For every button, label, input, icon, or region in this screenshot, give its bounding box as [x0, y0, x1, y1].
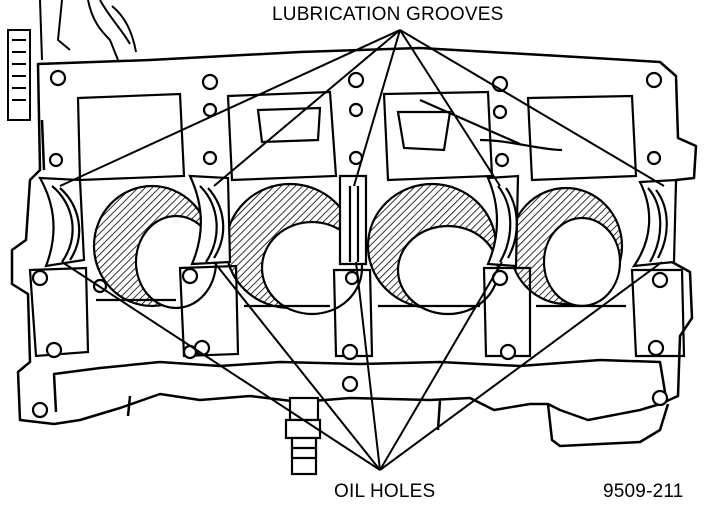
- oil-holes-label: OIL HOLES: [334, 481, 436, 502]
- lubrication-grooves-label: LUBRICATION GROOVES: [272, 4, 504, 25]
- block-outline: [10, 46, 698, 448]
- bearing-shells: [51, 185, 668, 263]
- web-openings-upper: [76, 90, 638, 182]
- sender-fitting: [284, 396, 322, 476]
- leader-lines-lubrication-grooves: [59, 29, 665, 187]
- figure-number: 9509-211: [603, 481, 684, 502]
- cylinder-bores: [92, 182, 624, 316]
- bearing-webs: [38, 174, 678, 268]
- upper-left-fittings: [7, 0, 137, 121]
- lower-webs: [28, 264, 686, 358]
- leader-lines-oil-holes: [61, 261, 663, 471]
- bolt-holes: [31, 69, 669, 419]
